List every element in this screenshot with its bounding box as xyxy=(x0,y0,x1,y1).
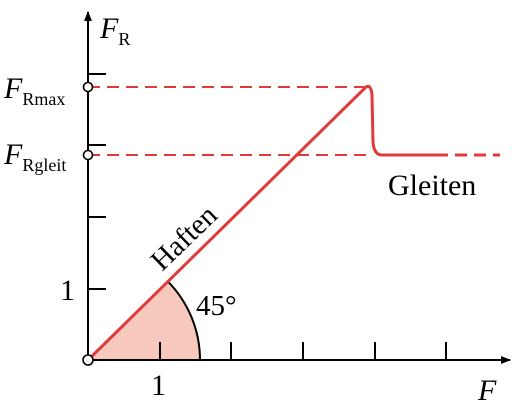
friction-curve xyxy=(86,84,436,362)
level-markers xyxy=(82,81,94,366)
y-axis-label-sub: R xyxy=(118,29,130,49)
x-tick-label-one: 1 xyxy=(151,369,166,402)
rgleit-marker xyxy=(82,149,94,161)
angle-wedge xyxy=(88,280,201,360)
y-tick-label-one: 1 xyxy=(60,274,75,307)
rgleit-label-main: F xyxy=(3,138,23,171)
svg-text:FRmax: FRmax xyxy=(3,72,65,109)
angle-label: 45° xyxy=(196,290,237,322)
x-axis-ticks xyxy=(159,342,447,360)
rgleit-label-sub: Rgleit xyxy=(22,155,66,175)
svg-text:FR: FR xyxy=(99,12,130,49)
rmax-label-main: F xyxy=(3,72,23,105)
x-axis-label: F xyxy=(477,374,497,407)
angle-arc xyxy=(166,280,201,361)
y-axis-label-main: F xyxy=(99,12,119,45)
origin-marker xyxy=(82,354,94,366)
rmax-marker xyxy=(82,81,94,93)
svg-text:FRgleit: FRgleit xyxy=(3,138,66,175)
y-axis-ticks xyxy=(88,73,106,290)
rmax-label-sub: Rmax xyxy=(22,89,65,109)
gleiten-label: Gleiten xyxy=(388,169,476,202)
